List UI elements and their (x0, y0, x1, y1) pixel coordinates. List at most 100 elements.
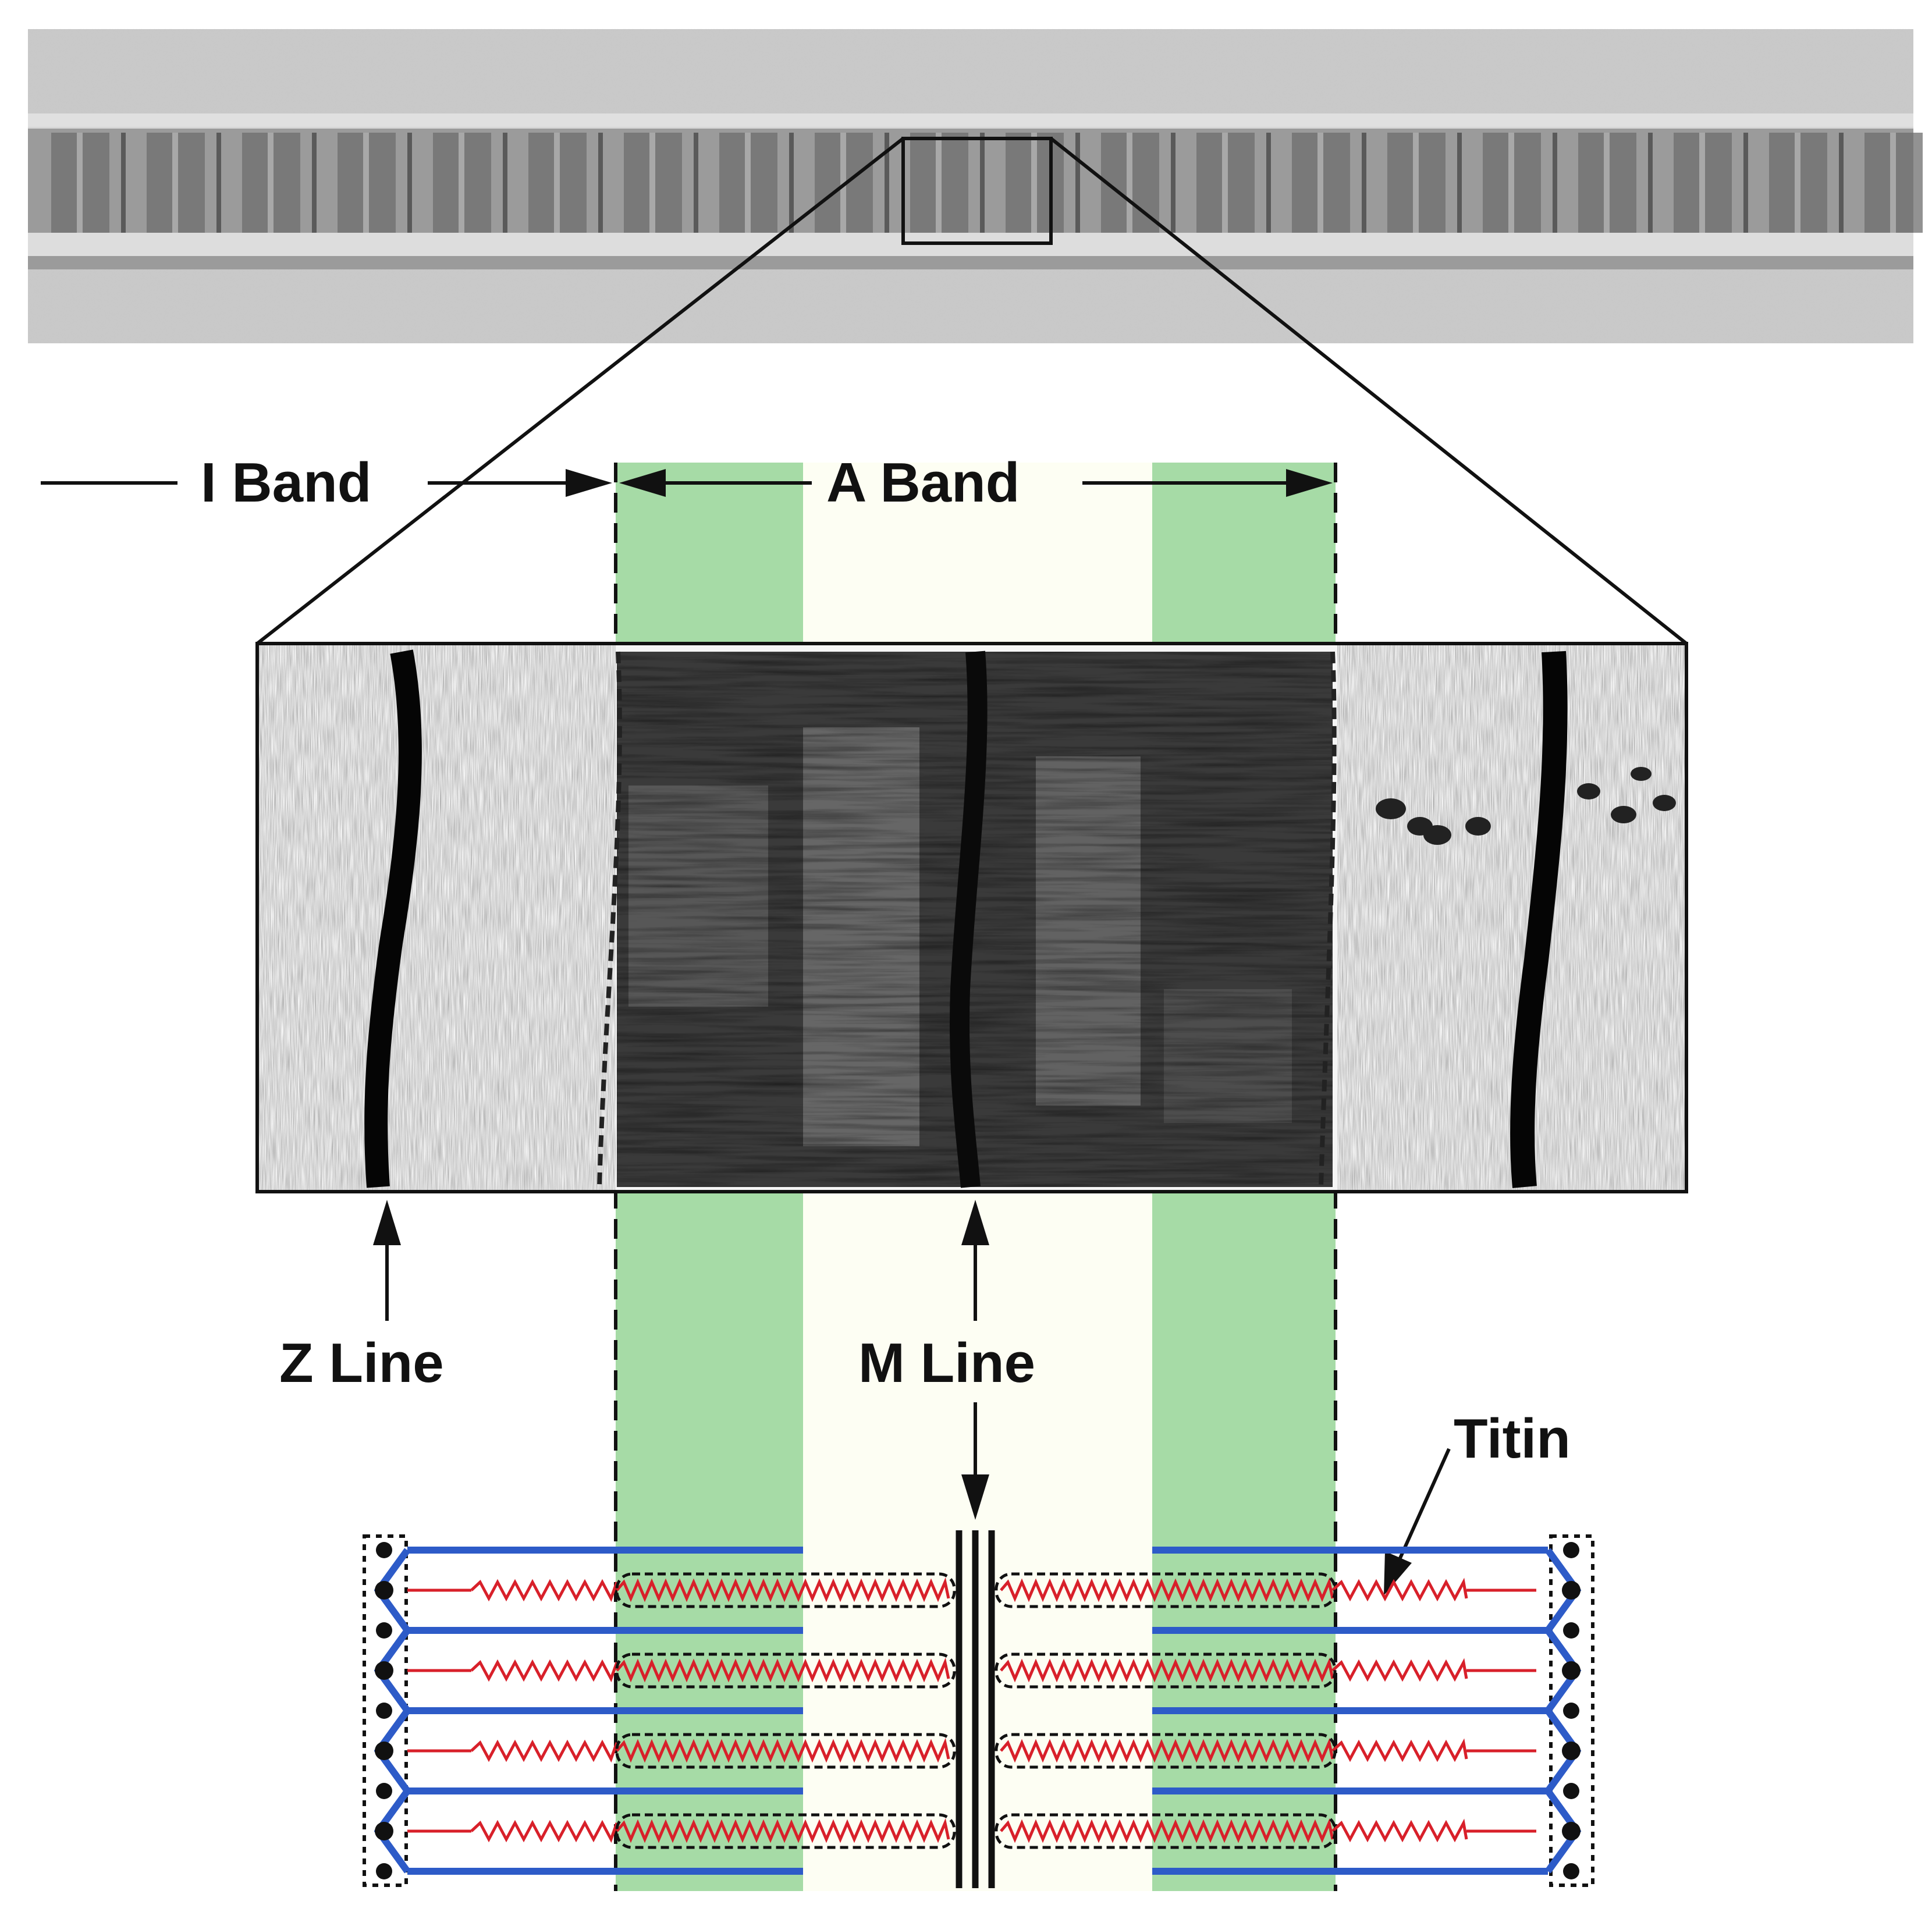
h-zone-stripe (1604, 133, 1610, 233)
h-zone-stripe (363, 133, 369, 233)
titin-arrowhead (1384, 1551, 1412, 1595)
band-annotations: I Band A Band (41, 452, 1333, 514)
myofibril-striations (51, 133, 1923, 233)
z-stripe (1457, 133, 1462, 233)
titin-spring-right-a (1000, 1737, 1334, 1763)
z-disc-dot (1562, 1742, 1581, 1760)
electron-micrograph (255, 642, 1688, 1193)
z-stripe (789, 133, 794, 233)
titin-spring-right (1331, 1738, 1468, 1762)
h-zone-stripe (1222, 133, 1228, 233)
thick-filament-left (615, 1733, 956, 1769)
thick-filament-right (995, 1733, 1337, 1769)
z-disc-dot (1563, 1542, 1579, 1558)
z-stripe (598, 133, 603, 233)
thick-filament-right (995, 1813, 1337, 1849)
z-line-label: Z Line (279, 1332, 444, 1394)
h-zone-stripe (1031, 133, 1037, 233)
h-zone-stripe (1699, 133, 1705, 233)
z-disc-dot (1562, 1581, 1581, 1600)
titin-spring-left-a (616, 1657, 950, 1683)
z-stripe (980, 133, 985, 233)
z-disc-dot (375, 1581, 393, 1600)
myofibril-micrograph (28, 29, 1923, 343)
h-zone-stripe (1795, 133, 1800, 233)
m-line-arrowhead-up (961, 1200, 989, 1245)
thick-filament-right (995, 1653, 1337, 1689)
line-annotations: Z Line M Line Titin (279, 1200, 1571, 1595)
z-stripe (121, 133, 126, 233)
h-zone-stripe (936, 133, 942, 233)
h-zone-stripe (745, 133, 751, 233)
h-zone-stripe (1508, 133, 1514, 233)
thick-filament-left (615, 1653, 956, 1689)
z-disc-dot (376, 1622, 392, 1639)
z-disc-dot (1563, 1703, 1579, 1719)
z-stripe (312, 133, 317, 233)
titin-spring-left (470, 1659, 619, 1683)
z-stripe (216, 133, 221, 233)
z-disc-dot (1562, 1822, 1581, 1840)
thick-filament-left (615, 1572, 956, 1608)
titin-spring-left (470, 1579, 619, 1602)
h-zone-stripe (459, 133, 464, 233)
zoom-box (901, 137, 1053, 245)
z-disc-dot (376, 1542, 392, 1558)
a-band-label: A Band (826, 452, 1020, 514)
z-line-arrowhead (373, 1200, 401, 1245)
h-zone-stripe (840, 133, 846, 233)
z-disc-dot (1563, 1863, 1579, 1879)
h-zone-stripe (554, 133, 560, 233)
h-zone-stripe (77, 133, 83, 233)
h-zone-stripe (649, 133, 655, 233)
z-disc-dot (375, 1661, 393, 1680)
z-stripe (1648, 133, 1653, 233)
h-zone-stripe (172, 133, 178, 233)
m-line-label: M Line (858, 1332, 1035, 1394)
h-zone-stripe (1127, 133, 1132, 233)
z-stripe (694, 133, 698, 233)
z-disc-dot (375, 1742, 393, 1760)
titin-spring-right-a (1000, 1577, 1334, 1602)
h-zone-stripe (268, 133, 274, 233)
zoom-projection (256, 137, 1688, 645)
titin-spring-right (1331, 1658, 1468, 1682)
z-disc-dot (1562, 1661, 1581, 1680)
thick-filament-right (995, 1572, 1337, 1608)
z-disc-dot (376, 1863, 392, 1879)
a-band-arrowhead-right (1286, 469, 1333, 497)
m-line-em (950, 651, 988, 1188)
z-disc-left (363, 1534, 408, 1887)
z-line-right-em (1510, 651, 1568, 1188)
z-disc-dot (376, 1703, 392, 1719)
z-disc-dot (375, 1822, 393, 1840)
titin-spring-right (1331, 1577, 1468, 1602)
thick-filament-left (615, 1813, 956, 1849)
z-disc-dot (376, 1783, 392, 1799)
z-line-left-em (364, 649, 422, 1188)
titin-spring-right (1331, 1818, 1468, 1843)
titin-spring-right-a (1000, 1818, 1334, 1843)
z-stripe (1553, 133, 1557, 233)
z-stripe (503, 133, 507, 233)
titin-spring-left-a (616, 1577, 950, 1602)
sarcomere-schematic (363, 1530, 1594, 1888)
titin-label: Titin (1454, 1408, 1571, 1470)
a-band-arrowhead-left (619, 469, 666, 497)
h-zone-stripe (1890, 133, 1896, 233)
z-stripe (407, 133, 412, 233)
z-disc-dot (1563, 1783, 1579, 1799)
titin-spring-left-a (616, 1737, 950, 1763)
titin-spring-right-a (1000, 1657, 1334, 1683)
z-stripe (1171, 133, 1175, 233)
h-zone-stripe (1413, 133, 1419, 233)
m-line-arrowhead-down (961, 1474, 989, 1520)
titin-spring-left (470, 1820, 619, 1843)
z-stripe (885, 133, 889, 233)
z-stripe (1266, 133, 1271, 233)
titin-spring-left-a (616, 1818, 950, 1843)
z-stripe (1362, 133, 1366, 233)
i-band-label: I Band (201, 452, 371, 514)
z-stripe (1839, 133, 1844, 233)
vesicles (1376, 767, 1676, 845)
